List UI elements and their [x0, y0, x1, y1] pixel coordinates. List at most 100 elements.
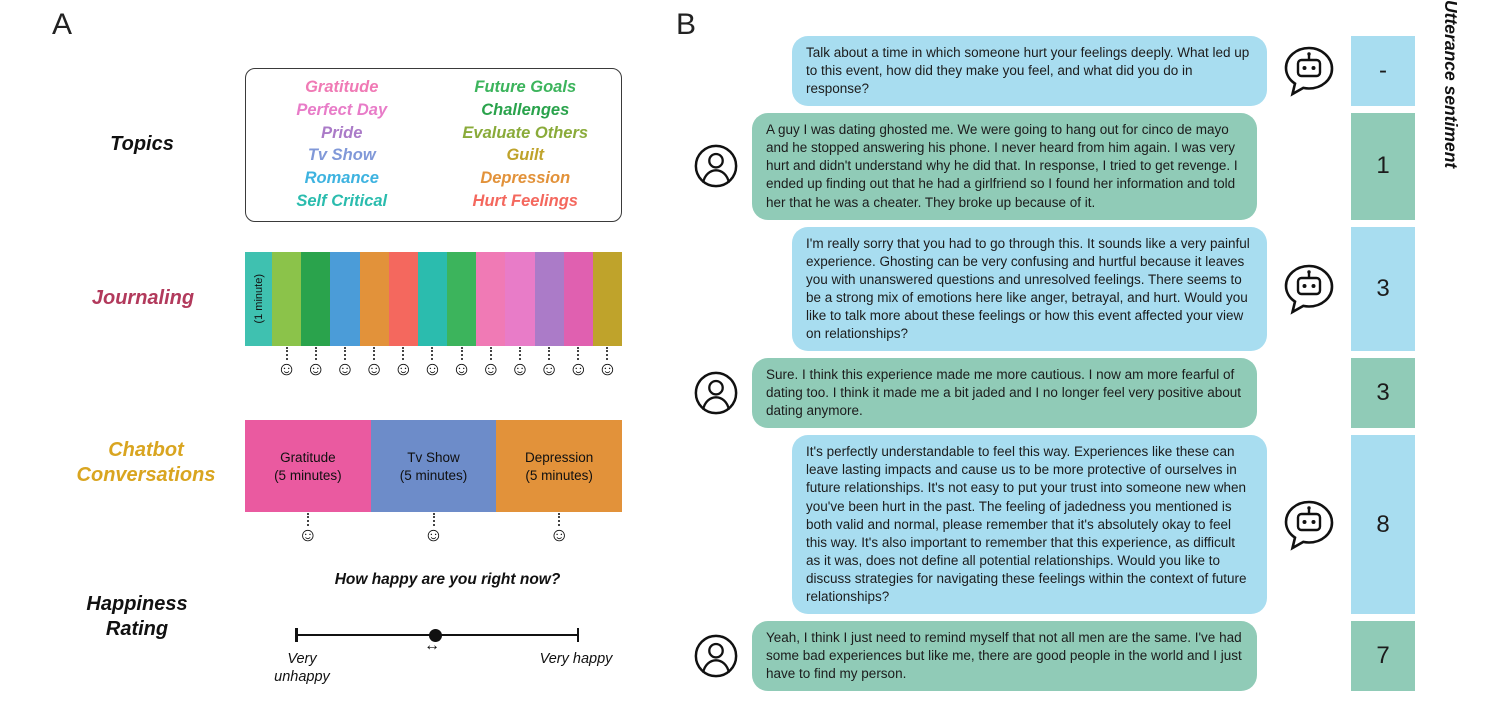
- icon-cell-left: [688, 227, 744, 351]
- smiley-cell: ☺: [301, 347, 330, 380]
- dotted-connector: [518, 347, 521, 360]
- chatbot-bar: Gratitude(5 minutes)Tv Show(5 minutes)De…: [245, 420, 623, 512]
- chatbot-icon: [1283, 45, 1335, 97]
- chatbot-message-bubble: It's perfectly understandable to feel th…: [792, 435, 1267, 615]
- topic-label: Romance: [304, 169, 379, 188]
- smiley-cell: ☺: [535, 347, 564, 380]
- chatbot-block-duration: (5 minutes): [399, 467, 468, 483]
- utterance-sentiment-axis-label: Utterance sentiment: [1441, 0, 1461, 169]
- chatbot-block-title: Depression: [525, 449, 594, 465]
- happiness-rating-label: Happiness Rating: [86, 593, 188, 640]
- user-message-bubble: Sure. I think this experience made me mo…: [752, 358, 1257, 429]
- user-message-bubble: A guy I was dating ghosted me. We were g…: [752, 113, 1257, 220]
- chatbot-message-bubble: Talk about a time in which someone hurt …: [792, 36, 1267, 107]
- journaling-segment: [592, 252, 623, 346]
- smiley-cell: ☺: [476, 347, 505, 380]
- smiley-face-icon: ☺: [597, 359, 618, 380]
- smiley-cell: ☺: [418, 347, 447, 380]
- journaling-bar: (1 minute): [245, 252, 623, 346]
- user-message-bubble: Yeah, I think I just need to remind myse…: [752, 621, 1257, 692]
- smiley-face-icon: ☺: [306, 359, 326, 380]
- message-row: Sure. I think this experience made me mo…: [688, 358, 1415, 429]
- dotted-connector: [306, 513, 309, 526]
- chatbot-icon: [1283, 499, 1335, 551]
- topic-label: Depression: [480, 169, 571, 188]
- slider-drag-arrow-icon: ↔: [424, 637, 440, 654]
- slider-max-label: Very happy: [539, 651, 613, 667]
- smiley-face-icon: ☺: [298, 525, 318, 546]
- chatbot-block-duration: (5 minutes): [274, 467, 342, 483]
- slider-knob: [429, 629, 442, 642]
- topic-label: Pride: [321, 123, 363, 142]
- dotted-connector: [606, 347, 609, 360]
- topic-label: Hurt Feelings: [472, 191, 578, 210]
- chatbot-conversations-label: Chatbot Conversations: [76, 439, 216, 486]
- journaling-segment: [563, 252, 593, 346]
- slider-left-tick: [295, 628, 298, 642]
- smiley-face-icon: ☺: [422, 359, 443, 380]
- journaling-segment: [330, 252, 360, 346]
- happiness-slider: ↔: [295, 620, 579, 656]
- dotted-connector: [314, 347, 317, 360]
- dotted-connector: [432, 513, 435, 526]
- message-row: A guy I was dating ghosted me. We were g…: [688, 113, 1415, 220]
- dotted-connector: [402, 347, 405, 360]
- icon-cell-right: [1275, 358, 1343, 428]
- smiley-cell: ☺: [272, 347, 301, 380]
- topic-label: Self Critical: [296, 191, 388, 210]
- sentiment-score-cell: -: [1351, 36, 1415, 107]
- smiley-face-icon: ☺: [451, 359, 472, 380]
- smiley-face-icon: ☺: [481, 359, 501, 380]
- topics-label: Topics: [110, 133, 174, 155]
- topic-label: Perfect Day: [296, 101, 388, 120]
- sentiment-score-cell: 3: [1351, 226, 1415, 352]
- sentiment-score-cell: 3: [1351, 358, 1415, 429]
- chatbot-conversation-block: Depression (5 minutes): [496, 420, 623, 512]
- smiley-face-icon: ☺: [423, 525, 444, 546]
- icon-cell-left: [688, 358, 744, 428]
- smiley-cell: ☺: [505, 347, 534, 380]
- icon-cell-left: [688, 435, 744, 614]
- smiley-cell: ☺: [447, 347, 476, 380]
- dotted-connector: [548, 347, 551, 360]
- dotted-connector: [460, 347, 463, 360]
- icon-cell-right: [1275, 36, 1343, 106]
- message-row: I'm really sorry that you had to go thro…: [688, 226, 1415, 352]
- chatbot-block-title: Tv Show: [407, 449, 460, 465]
- dotted-connector: [343, 347, 346, 360]
- chatbot-message-bubble: I'm really sorry that you had to go thro…: [792, 226, 1267, 352]
- icon-cell-left: [688, 621, 744, 691]
- smiley-cell: ☺: [496, 513, 622, 546]
- journaling-segment: [534, 252, 564, 346]
- journaling-label: Journaling: [91, 287, 195, 309]
- slider-right-tick: [576, 628, 579, 642]
- chatbot-smiley-row: ☺ ☺ ☺: [245, 513, 622, 546]
- topic-label: Tv Show: [307, 146, 376, 165]
- smiley-cell: ☺: [245, 513, 371, 546]
- smiley-face-icon: ☺: [549, 525, 569, 546]
- sentiment-score-cell: 7: [1351, 621, 1415, 692]
- smiley-face-icon: ☺: [335, 359, 355, 380]
- chatbot-block-duration: (5 minutes): [525, 467, 593, 483]
- chat-area: Talk about a time in which someone hurt …: [688, 36, 1415, 692]
- slider-min-label: Very unhappy: [274, 651, 330, 686]
- chatbot-conversation-block: Tv Show (5 minutes): [370, 420, 497, 512]
- chatbot-block-title: Gratitude: [280, 449, 336, 465]
- happiness-question: How happy are you right now?: [334, 571, 561, 588]
- journaling-segment: [388, 252, 418, 346]
- smiley-cell: ☺: [564, 347, 593, 380]
- smiley-face-icon: ☺: [568, 359, 588, 380]
- topic-label: Evaluate Others: [462, 123, 589, 142]
- topic-label: Future Goals: [474, 78, 577, 97]
- user-icon: [693, 370, 739, 416]
- user-icon: [693, 143, 739, 189]
- topic-label: Guilt: [506, 146, 545, 165]
- panel-a-label: A: [52, 8, 73, 41]
- journaling-duration-segment: (1 minute): [245, 252, 272, 346]
- dotted-connector: [431, 347, 434, 360]
- smiley-face-icon: ☺: [510, 359, 530, 380]
- chatbot-conversation-block: Gratitude (5 minutes): [245, 420, 371, 512]
